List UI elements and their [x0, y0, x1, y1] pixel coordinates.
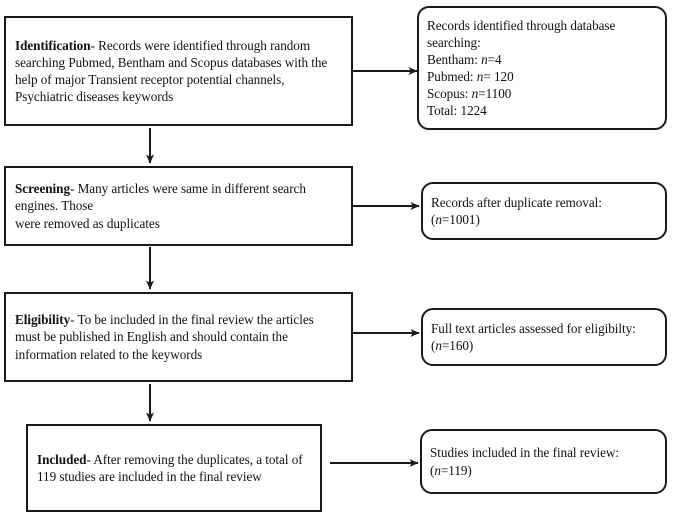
stage-text-eligibility: Eligibility- To be included in the final…	[6, 311, 351, 362]
stage-text-screening: Screening- Many articles were same in di…	[6, 180, 351, 231]
stage-body-eligibility: To be included in the final review the a…	[15, 312, 314, 362]
result-count-duplicate-removal: (n=1001)	[431, 212, 480, 227]
stage-box-included: Included- After removing the duplicates,…	[26, 424, 322, 512]
result-row-total: Total: 1224	[427, 103, 487, 119]
stage-label-identification: Identification	[15, 37, 91, 53]
stage-separator-identification: -	[90, 37, 99, 53]
result-row-pubmed: Pubmed: n= 120	[427, 69, 514, 84]
result-row-scopus: Scopus: n=1100	[427, 86, 512, 102]
result-box-studies-included: Studies included in the final review: (n…	[420, 429, 667, 494]
stage-separator-included: -	[86, 451, 94, 467]
result-heading-duplicate-removal: Records after duplicate removal:	[431, 194, 602, 210]
stage-text-identification: Identification- Records were identified …	[6, 37, 351, 106]
stage-body-included: After removing the duplicates, a total o…	[37, 451, 303, 484]
result-heading-studies-included: Studies included in the final review:	[430, 445, 619, 461]
stage-body-identification: Records were identified through random s…	[15, 37, 328, 105]
result-text-studies-included: Studies included in the final review: (n…	[422, 444, 665, 478]
stage-box-identification: Identification- Records were identified …	[4, 16, 353, 126]
stage-text-included: Included- After removing the duplicates,…	[28, 451, 320, 485]
result-heading-records-identified: Records identified through database sear…	[427, 17, 616, 50]
stage-separator-eligibility: -	[70, 312, 78, 328]
stage-body-screening-line-1: Many articles were same in different sea…	[15, 181, 306, 214]
result-count-studies-included: (n=119)	[430, 462, 472, 478]
result-text-records-identified: Records identified through database sear…	[419, 17, 665, 120]
result-count-full-text-assessed: (n=160)	[431, 338, 474, 353]
result-box-full-text-assessed: Full text articles assessed for eligibil…	[421, 308, 667, 366]
stage-label-eligibility: Eligibility	[15, 312, 71, 328]
result-row-bentham: Bentham: n=4	[427, 51, 502, 67]
result-text-duplicate-removal: Records after duplicate removal: (n=1001…	[423, 194, 665, 228]
stage-box-eligibility: Eligibility- To be included in the final…	[4, 292, 353, 382]
stage-label-included: Included	[37, 451, 87, 467]
result-box-duplicate-removal: Records after duplicate removal: (n=1001…	[421, 182, 667, 240]
stage-box-screening: Screening- Many articles were same in di…	[4, 166, 353, 246]
result-text-full-text-assessed: Full text articles assessed for eligibil…	[423, 320, 665, 354]
result-heading-full-text-assessed: Full text articles assessed for eligibil…	[431, 320, 636, 336]
stage-label-screening: Screening	[15, 181, 70, 197]
stage-body-screening-line-2: were removed as duplicates	[15, 215, 160, 231]
stage-separator-screening: -	[70, 181, 78, 197]
result-box-records-identified: Records identified through database sear…	[417, 6, 667, 130]
